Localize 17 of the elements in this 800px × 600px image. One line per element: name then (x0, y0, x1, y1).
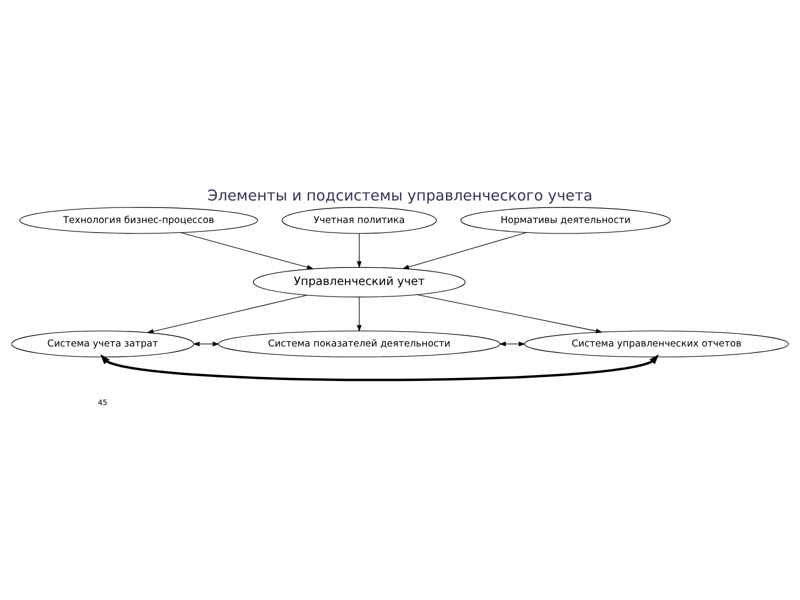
node-ellipse: Система показателей деятельности (218, 330, 500, 357)
arrow (100, 354, 659, 381)
arrow (499, 341, 526, 346)
node-ellipse: Система управленческих отчетов (524, 330, 789, 357)
node-ellipse: Учетная политика (282, 206, 437, 234)
node-ellipse: Управленческий учет (252, 266, 466, 297)
arrow (180, 232, 314, 270)
arrow (146, 294, 308, 334)
node-ellipse: Технология бизнес-процессов (19, 206, 258, 234)
node-ellipse: Нормативы деятельности (460, 206, 671, 234)
node-ellipse: Система учета затрат (11, 330, 194, 357)
diagram-title: Элементы и подсистемы управленческого учета (207, 186, 593, 204)
arrow (356, 232, 362, 268)
arrow (416, 294, 603, 333)
arrow (402, 232, 528, 269)
arrow (356, 296, 362, 332)
arrow (192, 341, 220, 346)
